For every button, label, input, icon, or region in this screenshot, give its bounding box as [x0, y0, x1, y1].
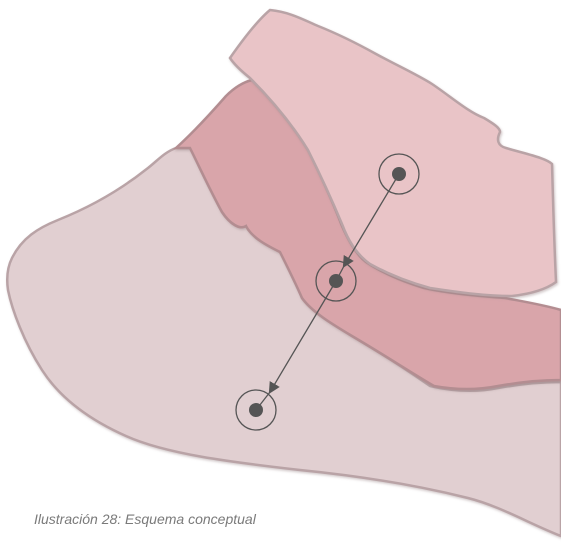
figure-caption: Ilustración 28: Esquema conceptual	[34, 511, 256, 527]
